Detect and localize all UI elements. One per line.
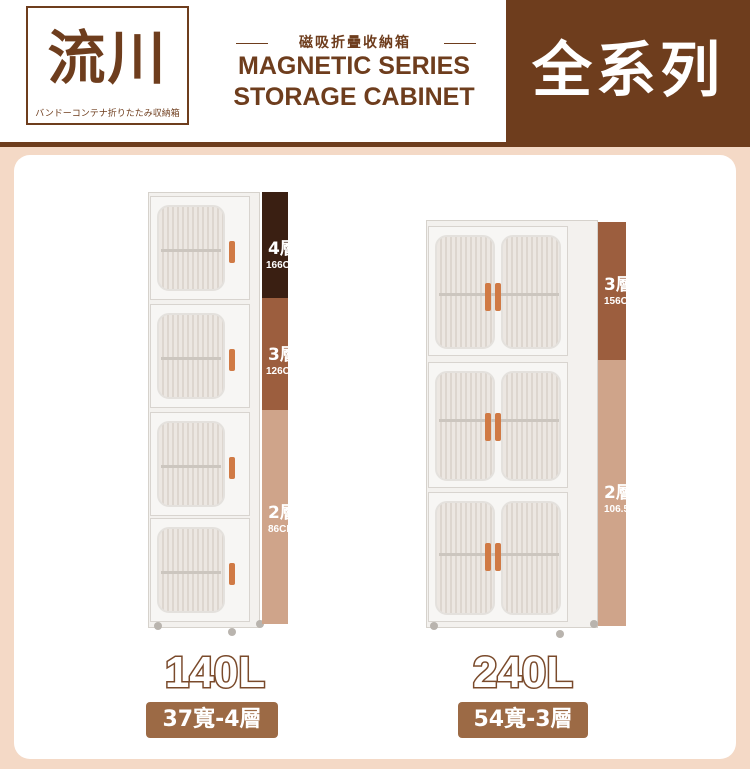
product-title-cn: 磁吸折疊收納箱	[299, 35, 411, 51]
door-handle	[229, 457, 235, 479]
caster-wheel	[228, 628, 236, 636]
height-bar-4-tier	[262, 192, 288, 298]
door-handle	[229, 349, 235, 371]
brand-name: 流川	[47, 24, 168, 92]
height-tier-label: 4層	[268, 239, 297, 259]
volume-label: 140L	[163, 647, 266, 699]
product-title-en-line2: STORAGE CABINET	[233, 83, 475, 111]
cabinet-door	[157, 421, 225, 507]
height-bar-3-tier	[262, 298, 288, 410]
door-handle	[495, 413, 501, 441]
volume-label: 240L	[471, 647, 574, 699]
cabinet-module	[428, 492, 568, 622]
door-handle	[495, 543, 501, 571]
header-banner: 流川 バンドーコンテナ折りたたみ収納箱 磁吸折疊收納箱 MAGNETIC SER…	[0, 0, 750, 147]
cabinet-module	[428, 226, 568, 356]
height-tier-label: 2層	[604, 483, 633, 503]
height-bar-2-tier	[598, 360, 626, 626]
shelf	[161, 357, 221, 360]
shelf	[161, 571, 221, 574]
series-label: 全系列	[532, 36, 724, 106]
door-handle	[495, 283, 501, 311]
cabinet-door	[501, 235, 561, 349]
caster-wheel	[556, 630, 564, 638]
height-cm-label: 86CM	[268, 524, 295, 535]
height-cm-label: 106.5CM	[604, 504, 645, 515]
cabinet-module	[150, 412, 250, 516]
height-cm-label: 166CM	[266, 260, 299, 271]
cabinet-door	[501, 371, 561, 481]
cabinet-door	[501, 501, 561, 615]
cabinet-module	[150, 196, 250, 300]
caster-wheel	[430, 622, 438, 630]
caster-wheel	[154, 622, 162, 630]
door-handle	[485, 283, 491, 311]
cabinet-module	[150, 304, 250, 408]
caster-wheel	[256, 620, 264, 628]
door-handle	[485, 413, 491, 441]
brand-logo: 流川 バンドーコンテナ折りたたみ収納箱	[26, 6, 189, 125]
product-card	[14, 155, 736, 759]
cabinet-door	[157, 313, 225, 399]
height-tier-label: 2層	[268, 503, 297, 523]
title-divider-right	[444, 43, 476, 44]
shelf	[161, 465, 221, 468]
height-tier-label: 3層	[604, 275, 633, 295]
spec-label: 54寬-3層	[458, 702, 588, 738]
height-tier-label: 3層	[268, 345, 297, 365]
cabinet-module	[150, 518, 250, 622]
height-bar-3-tier	[598, 222, 626, 360]
door-handle	[485, 543, 491, 571]
height-cm-label: 126CM	[266, 366, 299, 377]
height-cm-label: 156CM	[604, 296, 637, 307]
header-title-panel: 流川 バンドーコンテナ折りたたみ収納箱 磁吸折疊收納箱 MAGNETIC SER…	[0, 0, 506, 142]
cabinet-door	[157, 527, 225, 613]
product-title-en-line1: MAGNETIC SERIES	[238, 52, 470, 80]
brand-subtitle: バンドーコンテナ折りたたみ収納箱	[35, 109, 180, 119]
door-handle	[229, 563, 235, 585]
shelf	[161, 249, 221, 252]
height-bar-2-tier	[262, 410, 288, 624]
caster-wheel	[590, 620, 598, 628]
cabinet-door	[157, 205, 225, 291]
door-handle	[229, 241, 235, 263]
cabinet-module	[428, 362, 568, 488]
spec-label: 37寬-4層	[146, 702, 278, 738]
title-divider-left	[236, 43, 268, 44]
